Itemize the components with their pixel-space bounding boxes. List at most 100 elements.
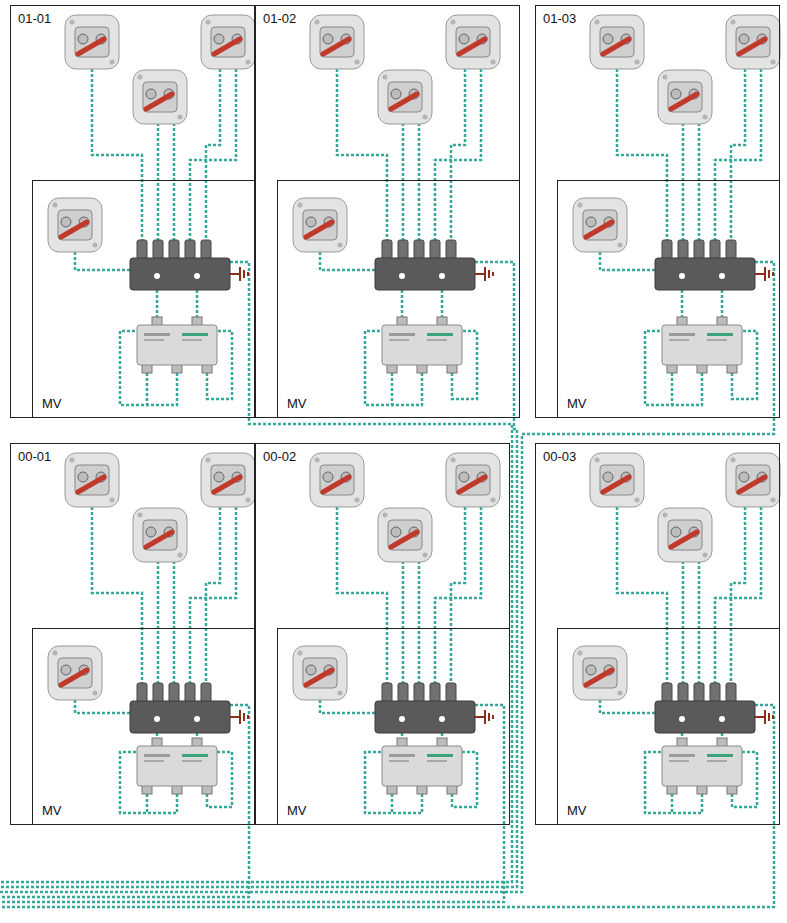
socket-plate <box>573 646 627 700</box>
switch-connector <box>153 683 163 703</box>
socket-plate <box>378 70 432 124</box>
socket-clip <box>78 39 104 54</box>
coax-cable <box>196 733 199 738</box>
distribution-box: MV <box>557 628 780 825</box>
socket-clip <box>459 39 485 54</box>
apartment-number: 00-01 <box>18 449 51 464</box>
socket-screw <box>53 651 58 656</box>
socket-plate <box>378 508 432 562</box>
switch-body <box>375 701 475 733</box>
switch-led <box>154 273 160 279</box>
coax-cable <box>0 705 504 902</box>
socket-clip <box>603 477 629 492</box>
ground-symbol <box>243 713 245 721</box>
socket-plate <box>726 15 780 69</box>
switch-led <box>399 273 405 279</box>
socket-body <box>736 465 770 495</box>
switch-body <box>130 258 230 290</box>
wall-socket <box>658 508 712 562</box>
socket-screw <box>338 691 343 696</box>
socket-plate <box>726 453 780 507</box>
wall-socket <box>590 453 644 507</box>
splitter-marking <box>427 339 447 341</box>
socket-screw <box>423 115 428 120</box>
wall-socket <box>293 646 347 700</box>
socket-clip <box>61 670 87 685</box>
socket-screw <box>491 60 496 65</box>
socket-plate <box>293 198 347 252</box>
socket-plate <box>65 453 119 507</box>
socket-clip <box>61 222 87 237</box>
socket-plate <box>658 508 712 562</box>
splitter <box>662 317 742 373</box>
splitter-marking <box>182 333 208 336</box>
socket-clip <box>671 94 697 109</box>
socket-screw <box>451 458 456 463</box>
box-label: MV <box>287 803 307 818</box>
ground-symbol <box>492 272 494 276</box>
ground-symbol <box>239 710 241 724</box>
socket-plate <box>293 646 347 700</box>
socket-port <box>391 527 401 537</box>
switch-connector <box>414 683 424 703</box>
socket-body <box>736 27 770 57</box>
splitter-marking <box>427 760 447 762</box>
coax-cable <box>147 794 177 813</box>
apartment-box: 00-03MV <box>535 443 780 825</box>
socket-clip <box>306 670 332 685</box>
splitter-marking <box>389 333 415 336</box>
coax-cable <box>418 561 421 683</box>
coax-cable <box>721 733 724 738</box>
socket-screw <box>578 203 583 208</box>
coax-cable <box>435 507 481 683</box>
coax-cable <box>156 290 159 317</box>
coax-cable <box>320 700 375 713</box>
splitter-marking <box>144 339 164 341</box>
switch-connector <box>185 683 195 703</box>
socket-port <box>586 217 596 227</box>
wall-socket <box>133 508 187 562</box>
switch-connector <box>382 683 392 703</box>
socket-plate <box>48 646 102 700</box>
socket-plate <box>133 70 187 124</box>
switch-connector <box>710 240 720 260</box>
splitter-marking <box>182 339 202 341</box>
splitter <box>662 738 742 794</box>
socket-body <box>303 658 337 688</box>
coax-cable <box>173 123 176 240</box>
ground-symbol <box>768 713 770 721</box>
socket-screw <box>703 553 708 558</box>
socket-screw <box>338 243 343 248</box>
coax-cable <box>600 252 655 270</box>
socket-port <box>306 665 316 675</box>
box-label: MV <box>287 396 307 411</box>
coax-cable <box>441 733 444 738</box>
multiswitch <box>655 240 773 290</box>
coax-cable <box>190 69 236 240</box>
cable-layer <box>0 69 774 907</box>
coax-cable <box>451 69 465 240</box>
ground-symbol <box>484 710 486 724</box>
socket-screw <box>383 513 388 518</box>
apartment-number: 00-03 <box>543 449 576 464</box>
socket-screw <box>110 498 115 503</box>
socket-screw <box>178 115 183 120</box>
splitter-body <box>662 746 742 786</box>
apartment-box: 00-01MV <box>10 443 255 825</box>
socket-clip <box>739 477 765 492</box>
socket-port <box>671 89 681 99</box>
socket-screw <box>771 60 776 65</box>
coax-cable <box>682 561 685 683</box>
switch-led <box>679 273 685 279</box>
coax-cable <box>731 69 745 240</box>
switch-connector <box>169 683 179 703</box>
ground-symbol <box>488 713 490 721</box>
socket-screw <box>53 203 58 208</box>
coax-cable <box>157 123 160 240</box>
switch-connector <box>382 240 392 260</box>
ground-symbol <box>243 270 245 278</box>
box-label: MV <box>567 803 587 818</box>
socket-port <box>214 472 224 482</box>
socket-screw <box>663 75 668 80</box>
wall-socket <box>726 453 780 507</box>
